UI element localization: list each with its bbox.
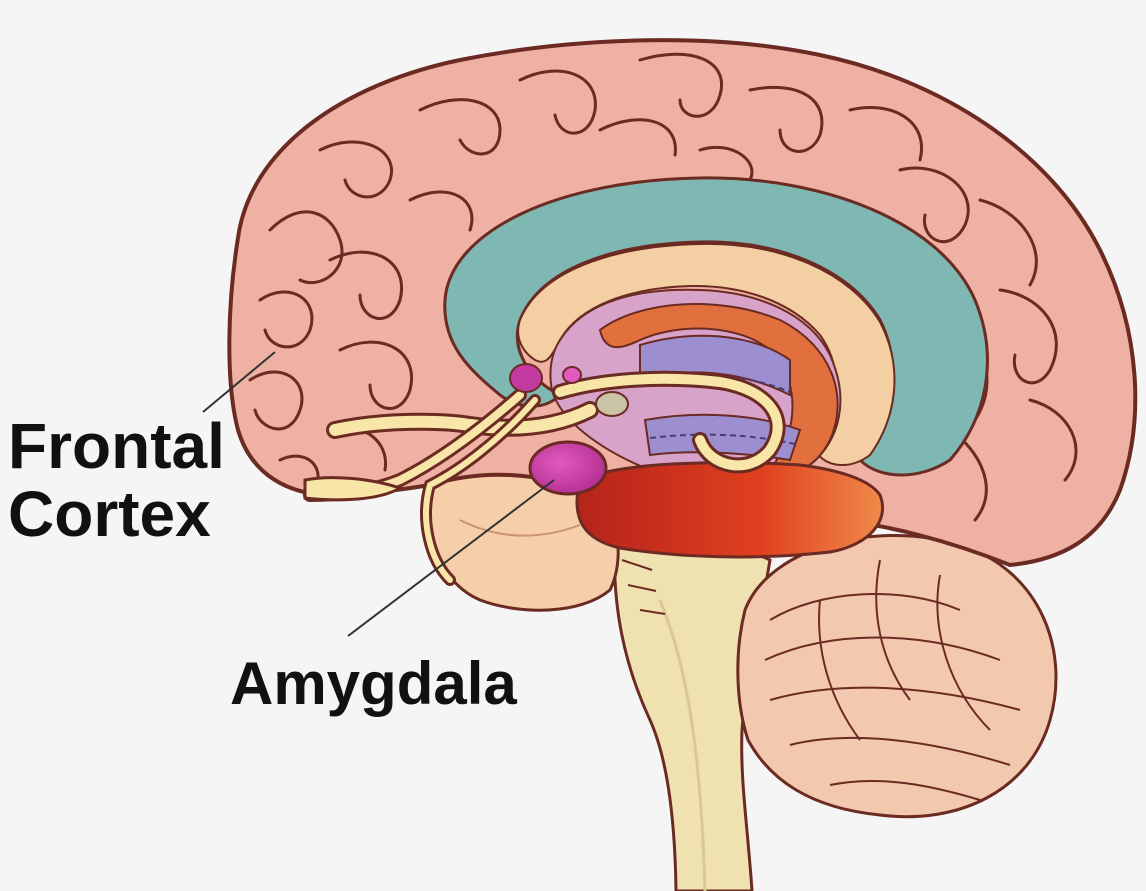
frontal-cortex-label-line2: Cortex xyxy=(8,480,225,548)
midbrain xyxy=(577,463,883,557)
septal-nucleus xyxy=(510,364,542,392)
small-nucleus xyxy=(563,367,581,383)
frontal-cortex-label: Frontal Cortex xyxy=(8,412,225,548)
cerebellum xyxy=(738,535,1056,816)
amygdala-structure xyxy=(530,442,606,494)
frontal-cortex-label-line1: Frontal xyxy=(8,412,225,480)
amygdala-label: Amygdala xyxy=(230,654,517,714)
